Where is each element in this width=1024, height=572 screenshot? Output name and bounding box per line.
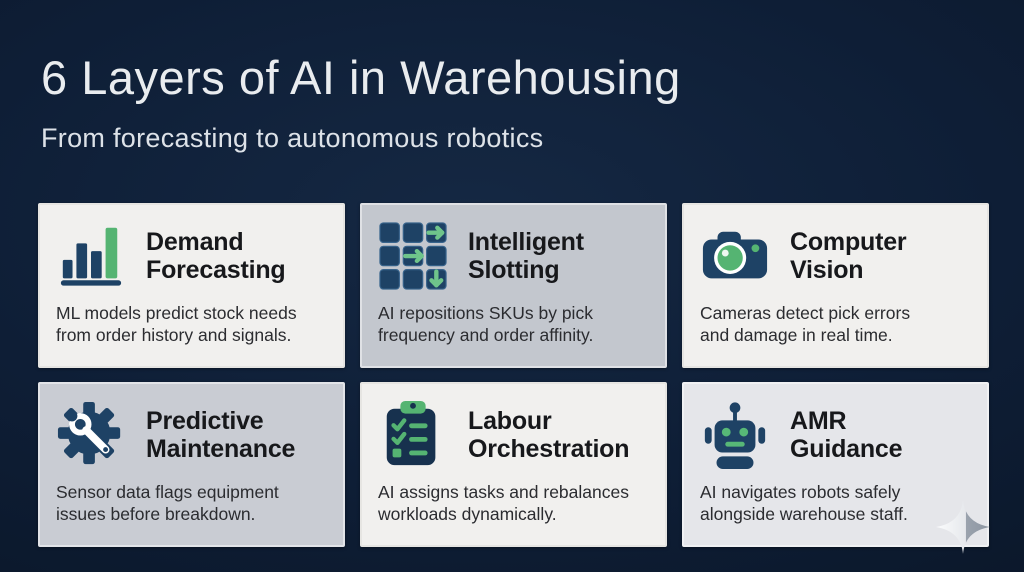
card-header-row: Computer Vision <box>700 220 971 292</box>
gear-wrench-icon <box>56 400 126 470</box>
robot-icon <box>700 400 770 470</box>
card-grid: Demand Forecasting ML models predict sto… <box>38 203 989 547</box>
grid-arrows-icon <box>378 221 448 291</box>
card-labour-orchestration: Labour Orchestration AI assigns tasks an… <box>360 382 667 547</box>
card-title: Intelligent Slotting <box>468 228 584 284</box>
card-computer-vision: Computer Vision Cameras detect pick erro… <box>682 203 989 368</box>
card-description: Sensor data flags equipment issues befor… <box>56 482 279 524</box>
card-predictive-maintenance: Predictive Maintenance Sensor data flags… <box>38 382 345 547</box>
card-header-row: Labour Orchestration <box>378 399 649 471</box>
card-title: Computer Vision <box>790 228 907 284</box>
card-header-row: Demand Forecasting <box>56 220 327 292</box>
card-description: AI repositions SKUs by pick frequency an… <box>378 303 594 345</box>
sparkle-icon <box>934 498 992 556</box>
clipboard-checklist-icon <box>378 400 448 470</box>
card-intelligent-slotting: Intelligent Slotting AI repositions SKUs… <box>360 203 667 368</box>
page-subtitle: From forecasting to autonomous robotics <box>41 123 544 153</box>
card-header-row: AMR Guidance <box>700 399 971 471</box>
card-title: AMR Guidance <box>790 407 903 463</box>
page-title: 6 Layers of AI in Warehousing <box>41 51 681 104</box>
card-title: Demand Forecasting <box>146 228 286 284</box>
card-amr-guidance: AMR Guidance AI navigates robots safely … <box>682 382 989 547</box>
bar-chart-icon <box>56 221 126 291</box>
card-demand-forecasting: Demand Forecasting ML models predict sto… <box>38 203 345 368</box>
card-title: Labour Orchestration <box>468 407 630 463</box>
slide-header: 6 Layers of AI in Warehousing From forec… <box>41 50 681 154</box>
card-title: Predictive Maintenance <box>146 407 296 463</box>
card-description: AI assigns tasks and rebalances workload… <box>378 482 629 524</box>
camera-icon <box>700 221 770 291</box>
card-description: AI navigates robots safely alongside war… <box>700 482 908 524</box>
card-description: ML models predict stock needs from order… <box>56 303 297 345</box>
card-header-row: Predictive Maintenance <box>56 399 327 471</box>
card-header-row: Intelligent Slotting <box>378 220 649 292</box>
card-description: Cameras detect pick errors and damage in… <box>700 303 911 345</box>
